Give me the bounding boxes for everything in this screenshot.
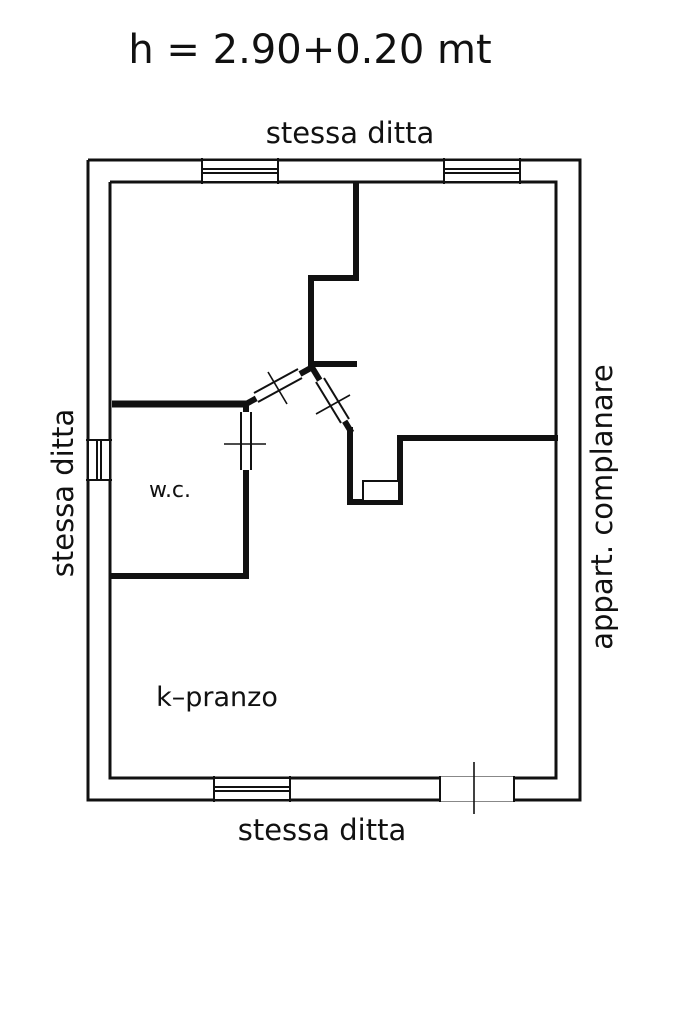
- window-top-left: [201, 158, 279, 184]
- entrance-door-bottom: [439, 762, 515, 814]
- window-bottom-left: [213, 776, 291, 802]
- room-label-wc: w.c.: [149, 478, 191, 503]
- neighbor-label-left: stessa ditta: [46, 409, 80, 578]
- fixture-box: [362, 480, 400, 502]
- room-label-kitchen-dining: k–pranzo: [156, 682, 278, 713]
- neighbor-label-bottom: stessa ditta: [238, 813, 407, 847]
- window-left: [86, 439, 112, 481]
- ceiling-height-label: h = 2.90+0.20 mt: [128, 27, 491, 73]
- outer-wall: [86, 158, 582, 802]
- door-diagonal-left: [253, 368, 303, 405]
- neighbor-label-top: stessa ditta: [266, 116, 435, 150]
- door-diagonal-right: [315, 377, 351, 424]
- neighbor-label-right: appart. complanare: [585, 364, 619, 650]
- window-top-right: [443, 158, 521, 184]
- interior-walls: [111, 181, 558, 579]
- door-wc: [224, 412, 266, 470]
